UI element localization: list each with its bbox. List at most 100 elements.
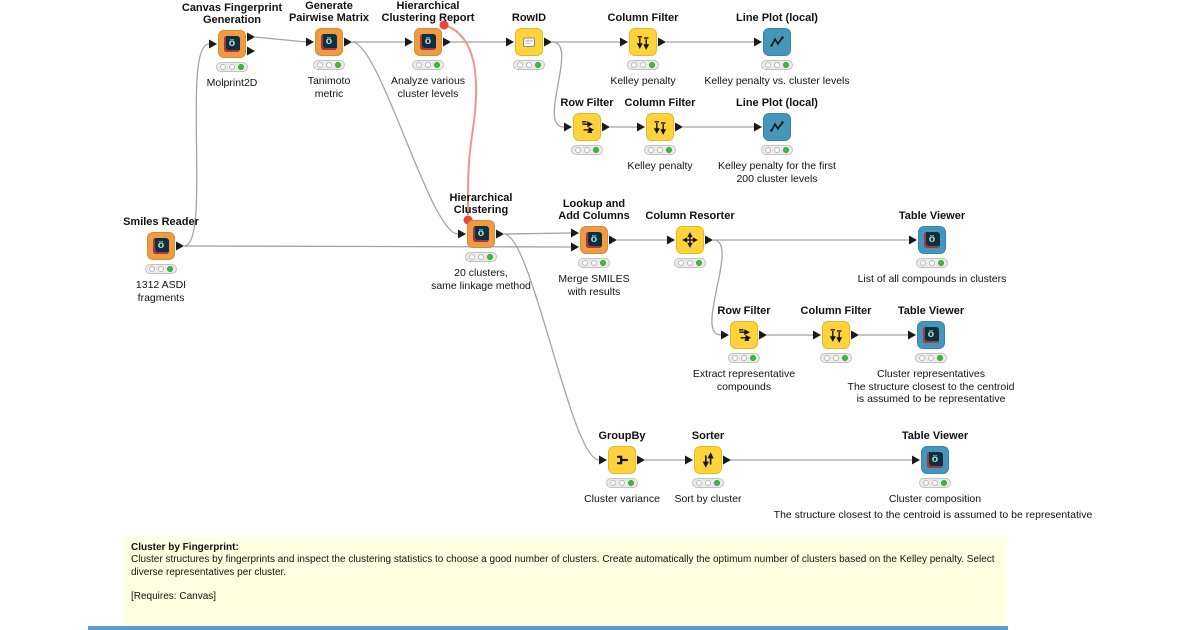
- status-dot-off: [774, 147, 780, 153]
- free-text-annotation[interactable]: The structure closest to the centroid is…: [773, 509, 1093, 521]
- input-port[interactable]: [405, 37, 413, 47]
- node-label: Row Filter: [560, 97, 614, 109]
- output-port[interactable]: [675, 122, 683, 132]
- node-canvas-fingerprint-generation[interactable]: ö: [218, 30, 246, 58]
- node-label: Row Filter: [717, 305, 771, 317]
- node-groupby[interactable]: [608, 446, 636, 474]
- output-port[interactable]: [176, 241, 184, 251]
- input-port[interactable]: [599, 455, 607, 465]
- input-port[interactable]: [909, 235, 917, 245]
- output-port[interactable]: [658, 37, 666, 47]
- node-lookup-and-add-columns[interactable]: ö: [580, 226, 608, 254]
- node-status-traffic-light: [606, 478, 638, 488]
- node-sorter[interactable]: [694, 446, 722, 474]
- status-dot-green: [937, 355, 943, 361]
- input-port[interactable]: [667, 235, 675, 245]
- input-port[interactable]: [721, 330, 729, 340]
- node-hierarchical-clustering-report[interactable]: ö: [414, 28, 442, 56]
- connection-wire[interactable]: [503, 233, 600, 461]
- node-row-filter-1[interactable]: [573, 113, 601, 141]
- node-column-resorter[interactable]: [676, 226, 704, 254]
- output-port[interactable]: [705, 235, 713, 245]
- workflow-annotation[interactable]: Cluster by Fingerprint: Cluster structur…: [123, 537, 1007, 626]
- input-port[interactable]: [908, 330, 916, 340]
- input-port[interactable]: [620, 37, 628, 47]
- status-dot-off: [687, 260, 693, 266]
- knime-component-icon: ö: [420, 34, 436, 50]
- output-port[interactable]: [637, 455, 645, 465]
- status-dot-green: [535, 62, 541, 68]
- node-column-filter-2[interactable]: [646, 113, 674, 141]
- connection-wire[interactable]: [503, 232, 572, 235]
- node-smiles-reader[interactable]: ö: [147, 232, 175, 260]
- node-table-viewer-3[interactable]: ö: [921, 446, 949, 474]
- node-comment: 1312 ASDI fragments: [135, 279, 187, 304]
- output-port[interactable]: [609, 235, 617, 245]
- output-port[interactable]: [443, 37, 451, 47]
- status-dot-off: [705, 480, 711, 486]
- node-comment: Kelley penalty: [610, 75, 676, 87]
- node-status-traffic-light: [674, 258, 706, 268]
- annotation-scrollbar: [88, 626, 1008, 630]
- status-dot-green: [783, 147, 789, 153]
- input-port[interactable]: [571, 242, 579, 252]
- status-dot-off: [149, 266, 155, 272]
- status-dot-off: [317, 62, 323, 68]
- node-column-filter-1[interactable]: [629, 28, 657, 56]
- input-port[interactable]: [912, 455, 920, 465]
- node-row-filter-2[interactable]: [730, 321, 758, 349]
- sorter-icon: [700, 452, 716, 468]
- input-port[interactable]: [209, 39, 217, 49]
- node-line-plot-local-2[interactable]: [763, 113, 791, 141]
- input-port[interactable]: [754, 122, 762, 132]
- output-port[interactable]: [723, 455, 731, 465]
- node-status-traffic-light: [728, 353, 760, 363]
- node-label: Hierarchical Clustering: [449, 192, 513, 216]
- status-dot-green: [238, 64, 244, 70]
- node-status-traffic-light: [627, 60, 659, 70]
- node-status-traffic-light: [216, 62, 248, 72]
- connection-wire[interactable]: [183, 245, 572, 248]
- input-port[interactable]: [564, 122, 572, 132]
- knime-component-icon: ö: [923, 327, 939, 343]
- output-port[interactable]: [851, 330, 859, 340]
- status-dot-off: [326, 62, 332, 68]
- input-port[interactable]: [754, 37, 762, 47]
- node-comment: List of all compounds in clusters: [857, 273, 1007, 285]
- connection-wire[interactable]: [551, 41, 565, 128]
- input-port[interactable]: [458, 229, 466, 239]
- input-port[interactable]: [813, 330, 821, 340]
- input-port[interactable]: [306, 37, 314, 47]
- output-port[interactable]: [247, 46, 255, 56]
- status-dot-off: [824, 355, 830, 361]
- node-line-plot-local-1[interactable]: [763, 28, 791, 56]
- node-hierarchical-clustering[interactable]: ö: [467, 220, 495, 248]
- node-generate-pairwise-matrix[interactable]: ö: [315, 28, 343, 56]
- input-port[interactable]: [637, 122, 645, 132]
- input-port[interactable]: [506, 37, 514, 47]
- output-port[interactable]: [544, 37, 552, 47]
- status-dot-green: [335, 62, 341, 68]
- node-rowid[interactable]: [515, 28, 543, 56]
- output-port[interactable]: [247, 32, 255, 42]
- connection-wire[interactable]: [254, 36, 307, 43]
- node-column-filter-3[interactable]: [822, 321, 850, 349]
- flow-variable-output-port[interactable]: [439, 20, 449, 30]
- output-port[interactable]: [759, 330, 767, 340]
- input-port[interactable]: [571, 228, 579, 238]
- output-port[interactable]: [344, 37, 352, 47]
- input-port[interactable]: [685, 455, 693, 465]
- flow-variable-connection[interactable]: [443, 24, 478, 216]
- status-dot-off: [732, 355, 738, 361]
- connection-wire[interactable]: [351, 41, 459, 235]
- node-table-viewer-1[interactable]: ö: [918, 226, 946, 254]
- status-dot-green: [714, 480, 720, 486]
- output-port[interactable]: [602, 122, 610, 132]
- output-port[interactable]: [496, 229, 504, 239]
- connection-wire[interactable]: [183, 43, 210, 247]
- connection-wire[interactable]: [711, 239, 723, 336]
- node-table-viewer-2[interactable]: ö: [917, 321, 945, 349]
- node-label: Column Filter: [607, 12, 679, 24]
- node-label: RowID: [511, 12, 547, 24]
